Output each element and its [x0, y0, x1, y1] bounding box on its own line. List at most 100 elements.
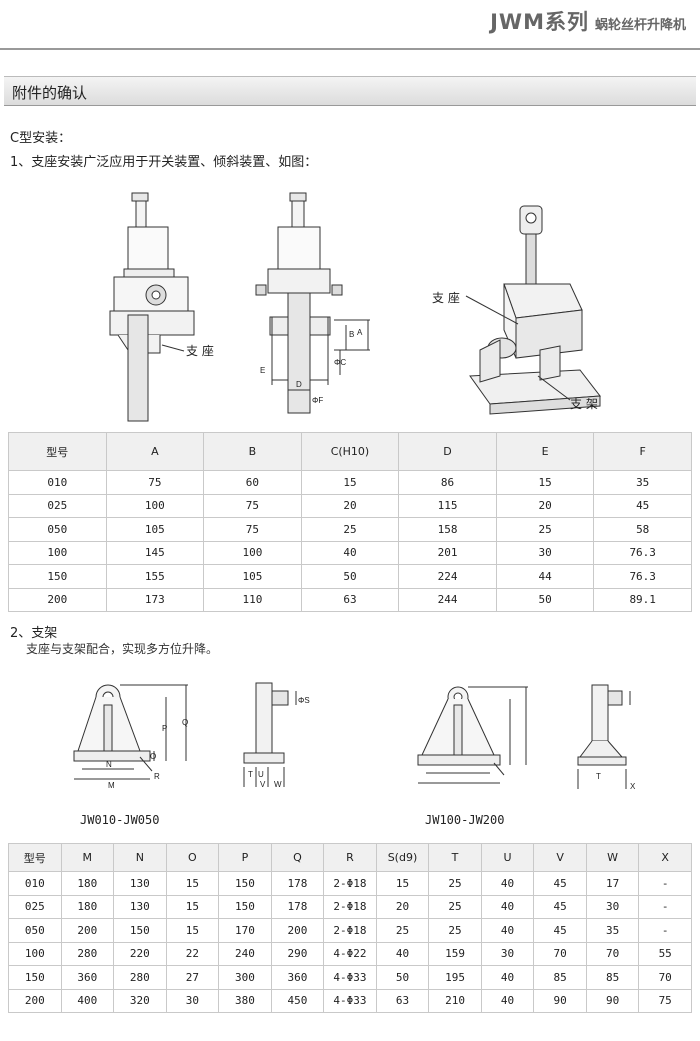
- table-cell: 158: [398, 517, 497, 542]
- table-cell: 145: [105, 540, 205, 565]
- table-cell: 220: [113, 941, 167, 966]
- table-cell: 89.1: [593, 587, 692, 612]
- table-cell: 76.3: [593, 564, 692, 589]
- table-cell: 224: [398, 564, 497, 589]
- dim-label-Q: Q: [182, 718, 188, 727]
- table-cell: 40: [300, 540, 400, 565]
- table-cell: -: [638, 918, 692, 943]
- dim-label-W: W: [274, 780, 282, 789]
- table-header-cell: S(d9): [375, 843, 430, 872]
- table-cell: 70: [638, 965, 692, 990]
- table-cell: 44: [495, 564, 595, 589]
- table-cell: 50: [495, 587, 595, 612]
- table-cell: 200: [8, 988, 62, 1013]
- table-cell: 45: [593, 493, 692, 518]
- bracket-large-front-drawing: [410, 675, 540, 795]
- table-cell: 58: [593, 517, 692, 542]
- table-cell: 200: [60, 918, 115, 943]
- table-cell: 15: [375, 871, 430, 896]
- table-header-cell: V: [533, 843, 587, 872]
- table-header-cell: N: [113, 843, 167, 872]
- table-cell: 86: [398, 470, 497, 495]
- c-mount-heading: C型安装：: [10, 131, 72, 146]
- table-header-cell: F: [593, 432, 692, 471]
- table-header-cell: W: [585, 843, 640, 872]
- table-cell: 195: [428, 965, 482, 990]
- table-cell: 45: [533, 894, 587, 919]
- dim-label-A: A: [357, 328, 363, 337]
- table-cell: 2-Φ18: [323, 894, 377, 919]
- dim-label-T: T: [248, 770, 253, 779]
- c-mount-item1: 1、支座安装广泛应用于开关装置、倾斜装置、如图：: [10, 155, 318, 170]
- section-title: 附件的确认: [12, 84, 88, 102]
- dim-label-S: ΦS: [298, 696, 310, 705]
- table-cell: 70: [585, 941, 640, 966]
- dim-label-R: R: [154, 772, 160, 781]
- table-header-row: 型号 M N O P Q R S(d9) T U V W X: [8, 843, 692, 872]
- label-bracket: 支 架: [570, 397, 598, 411]
- table-cell: 30: [585, 894, 640, 919]
- table-header-cell: C(H10): [300, 432, 400, 471]
- table-cell: 130: [113, 894, 167, 919]
- table-cell: 63: [375, 988, 430, 1013]
- table-cell: 17: [585, 871, 640, 896]
- table-header-cell: R: [323, 843, 377, 872]
- table-cell: 70: [533, 941, 587, 966]
- table-cell: 130: [113, 871, 167, 896]
- table-cell: 100: [8, 540, 107, 565]
- table-cell: 210: [428, 988, 482, 1013]
- table-cell: 25: [428, 894, 482, 919]
- table-cell: 178: [270, 894, 325, 919]
- table-cell: 15: [165, 871, 220, 896]
- table-cell: 150: [8, 965, 62, 990]
- table-cell: 170: [218, 918, 272, 943]
- table-cell: 400: [60, 988, 115, 1013]
- table-header-cell: 型号: [8, 432, 107, 471]
- table-cell: 380: [218, 988, 272, 1013]
- table-cell: 240: [218, 941, 272, 966]
- dim-label-U: U: [258, 770, 264, 779]
- table-cell: 25: [375, 918, 430, 943]
- table-cell: 35: [585, 918, 640, 943]
- table-cell: 280: [60, 941, 115, 966]
- table-cell: 60: [203, 470, 302, 495]
- table-cell: 2-Φ18: [323, 918, 377, 943]
- table-cell: 75: [105, 470, 205, 495]
- table-cell: 025: [8, 493, 107, 518]
- table-cell: 025: [8, 894, 62, 919]
- table-cell: 25: [495, 517, 595, 542]
- table-cell: 45: [533, 918, 587, 943]
- table-cell: 25: [428, 871, 482, 896]
- dim-label-X: X: [630, 782, 636, 791]
- table-header-cell: D: [398, 432, 497, 471]
- table-cell: 180: [60, 871, 115, 896]
- dim-label-B: B: [349, 330, 354, 339]
- table-cell: 15: [165, 894, 220, 919]
- table-cell: 100: [105, 493, 205, 518]
- bracket-large-side-drawing: T X: [572, 675, 642, 795]
- table-cell: 76.3: [593, 540, 692, 565]
- table-cell: 105: [203, 564, 302, 589]
- label-support-1: 支 座: [186, 343, 214, 358]
- dim-label-E: E: [260, 366, 265, 375]
- table-header-cell: X: [638, 843, 692, 872]
- table-cell: 050: [8, 918, 62, 943]
- table-cell: -: [638, 871, 692, 896]
- table-cell: 150: [218, 894, 272, 919]
- table-cell: 280: [113, 965, 167, 990]
- dim-label-T-large: T: [596, 772, 601, 781]
- label-support-2: 支 座: [432, 290, 460, 305]
- dim-label-P: P: [162, 724, 167, 733]
- table-cell: 100: [8, 941, 62, 966]
- table-cell: 40: [480, 965, 535, 990]
- table-cell: 15: [165, 918, 220, 943]
- section-title-bar: 附件的确认: [4, 76, 696, 106]
- table-cell: 4-Φ33: [323, 988, 377, 1013]
